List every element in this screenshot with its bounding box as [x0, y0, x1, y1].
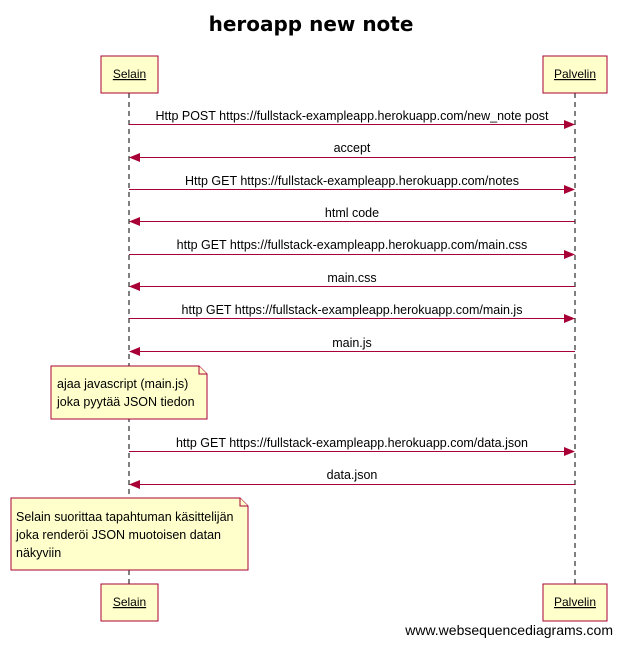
message-10: data.json — [129, 468, 575, 489]
message-5: http GET https://fullstack-exampleapp.he… — [129, 238, 575, 259]
message-label: accept — [334, 141, 371, 155]
message-label: http GET https://fullstack-exampleapp.he… — [177, 238, 528, 252]
arrowhead — [564, 314, 575, 323]
arrowhead — [564, 120, 575, 129]
arrowhead — [564, 447, 575, 456]
note-line: joka pyytää JSON tiedon — [56, 395, 195, 409]
arrowhead — [129, 347, 140, 356]
note-line: ajaa javascript (main.js) — [57, 377, 188, 391]
message-9: http GET https://fullstack-exampleapp.he… — [129, 436, 575, 456]
note-line: Selain suorittaa tapahtuman käsittelijän — [16, 510, 234, 524]
arrowhead — [129, 282, 140, 291]
arrowhead — [129, 217, 140, 226]
arrowhead — [129, 480, 140, 489]
message-6: main.css — [129, 271, 575, 291]
note-1: ajaa javascript (main.js) joka pyytää JS… — [50, 365, 208, 420]
arrowhead — [564, 250, 575, 259]
arrowhead — [564, 185, 575, 194]
message-label: Http POST https://fullstack-exampleapp.h… — [155, 109, 549, 123]
participant-selain-bottom: Selain — [100, 583, 159, 622]
message-label: data.json — [327, 468, 378, 482]
message-7: http GET https://fullstack-exampleapp.he… — [129, 303, 575, 323]
note-2: Selain suorittaa tapahtuman käsittelijän… — [10, 497, 249, 571]
participant-palvelin-top: Palvelin — [542, 55, 608, 94]
message-label: html code — [325, 206, 379, 220]
message-label: Http GET https://fullstack-exampleapp.he… — [185, 174, 519, 188]
message-label: http GET https://fullstack-exampleapp.he… — [176, 436, 528, 450]
participant-label: Selain — [113, 595, 146, 609]
footer-watermark: www.websequencediagrams.com — [404, 622, 613, 638]
message-8: main.js — [129, 336, 575, 356]
message-1: Http POST https://fullstack-exampleapp.h… — [129, 109, 575, 129]
note-line: joka renderöi JSON muotoisen datan — [15, 528, 221, 542]
arrowhead — [129, 153, 140, 162]
participant-label: Palvelin — [554, 595, 596, 609]
note-line: näkyviin — [16, 546, 61, 560]
message-label: main.css — [327, 271, 376, 285]
diagram-title: heroapp new note — [209, 12, 414, 36]
participant-label: Palvelin — [554, 67, 596, 81]
message-4: html code — [129, 206, 575, 226]
message-3: Http GET https://fullstack-exampleapp.he… — [129, 174, 575, 194]
participant-label: Selain — [113, 67, 146, 81]
message-label: http GET https://fullstack-exampleapp.he… — [182, 303, 523, 317]
participant-palvelin-bottom: Palvelin — [542, 583, 608, 622]
message-2: accept — [129, 141, 575, 162]
participant-selain-top: Selain — [100, 55, 159, 94]
message-label: main.js — [332, 336, 372, 350]
